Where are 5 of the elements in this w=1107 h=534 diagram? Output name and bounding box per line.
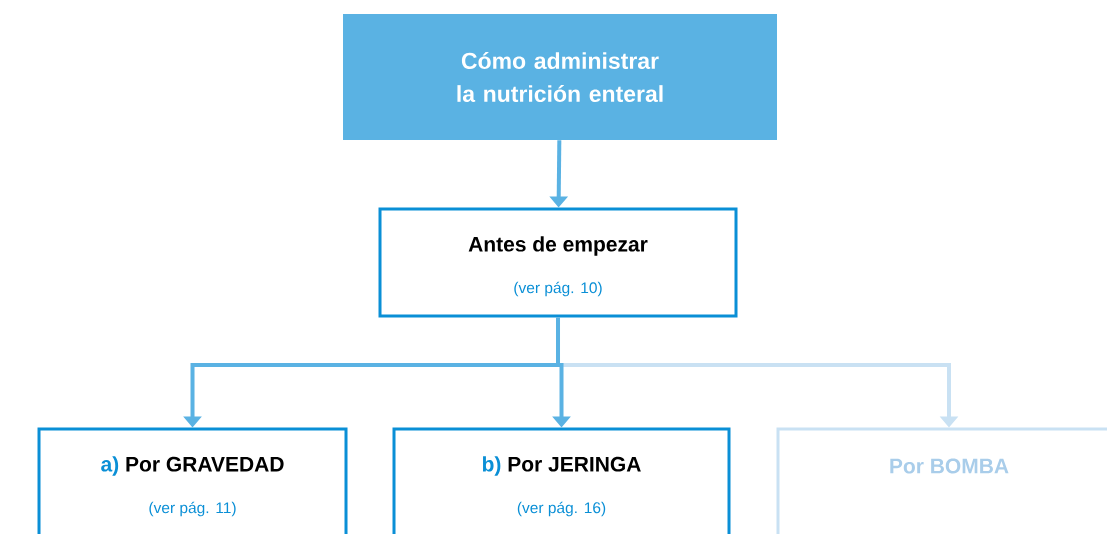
title-box: Cómo administrar la nutrición enteral <box>343 14 777 140</box>
process-box: b) Por JERINGA (ver pág. 16) <box>392 427 731 534</box>
process-box: Antes de empezar (ver pág. 10) <box>378 207 738 318</box>
process-box: Por BOMBA <box>776 427 1107 534</box>
process-box: a) Por GRAVEDAD (ver pág. 11) <box>37 427 348 534</box>
